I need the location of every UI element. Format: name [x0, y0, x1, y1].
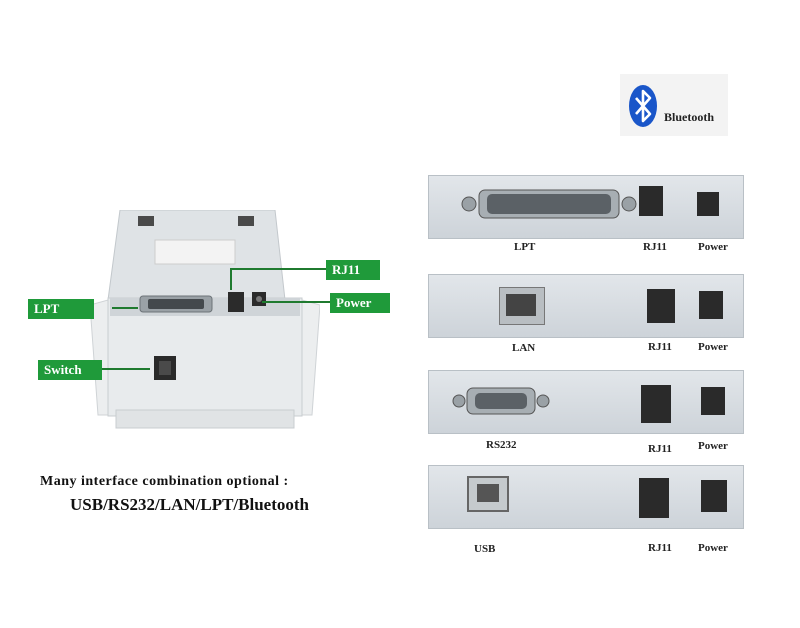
printer-rear-photo: [90, 210, 320, 429]
power-port-icon: [701, 387, 725, 415]
rj11-port-icon: [641, 385, 671, 423]
rj11-callout: RJ11: [326, 260, 380, 280]
usb-b-port-icon: [467, 476, 509, 512]
usb-panel-power-label: Power: [698, 542, 728, 554]
lpt-callout: LPT: [28, 299, 94, 319]
lpt-panel-label: LPT: [514, 241, 536, 253]
rj11-port-icon: [639, 478, 669, 518]
switch-leader-line: [90, 368, 150, 370]
bluetooth-badge: Bluetooth: [620, 74, 728, 136]
db9-port-icon: [452, 387, 550, 415]
bluetooth-icon: [629, 85, 657, 127]
power-callout: Power: [330, 293, 390, 313]
ethernet-port-icon: [499, 287, 545, 325]
lan-panel: [428, 274, 744, 338]
caption-line-1: Many interface combination optional :: [40, 474, 289, 489]
lpt-panel-power-label: Power: [698, 241, 728, 253]
rj11-port-icon: [639, 186, 663, 216]
lpt-panel-rj11-label: RJ11: [643, 241, 667, 253]
power-leader-line: [262, 301, 330, 303]
rs232-panel-rj11-label: RJ11: [648, 443, 672, 455]
lpt-leader-line: [112, 307, 138, 309]
power-port-icon: [699, 291, 723, 319]
caption-line-2: USB/RS232/LAN/LPT/Bluetooth: [70, 495, 309, 514]
db25-port-icon: [461, 189, 637, 219]
rj11-leader-horiz: [230, 268, 326, 270]
lan-panel-power-label: Power: [698, 341, 728, 353]
usb-panel-rj11-label: RJ11: [648, 542, 672, 554]
rs232-panel-label: RS232: [486, 439, 517, 451]
rs232-panel-power-label: Power: [698, 440, 728, 452]
switch-callout: Switch: [38, 360, 102, 380]
usb-panel: [428, 465, 744, 529]
power-port-icon: [701, 480, 727, 512]
lan-panel-label: LAN: [512, 342, 536, 354]
rj11-port-icon: [647, 289, 675, 323]
power-port-icon: [697, 192, 719, 216]
rs232-panel: [428, 370, 744, 434]
rj11-leader-vert: [230, 268, 232, 290]
lan-panel-rj11-label: RJ11: [648, 341, 672, 353]
bluetooth-label: Bluetooth: [664, 110, 715, 124]
lpt-panel: [428, 175, 744, 239]
usb-panel-label: USB: [474, 543, 496, 555]
